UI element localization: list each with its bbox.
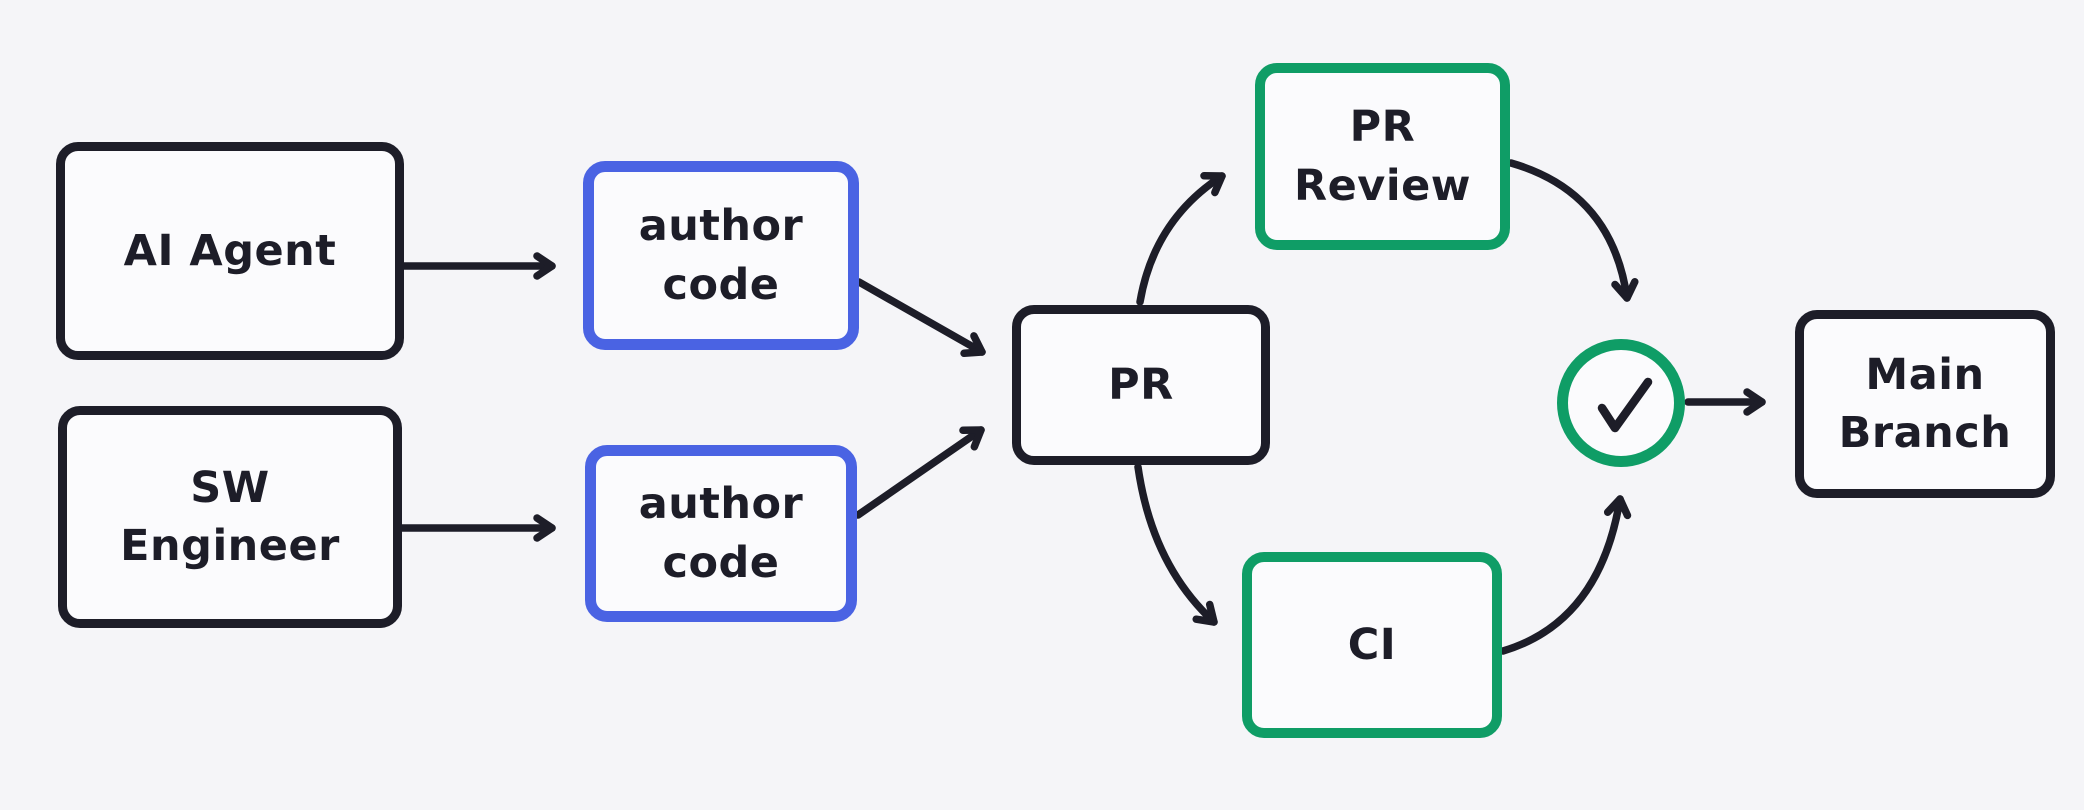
node-ai-agent-label: AI Agent <box>123 225 337 276</box>
arrow-author-code-top-to-pr <box>855 278 986 358</box>
node-author-code-top: author code <box>583 161 859 350</box>
node-author-code-bottom-label: author code <box>638 479 804 588</box>
node-pr-review: PR Review <box>1255 63 1510 250</box>
node-pr-review-label: PR Review <box>1294 102 1471 211</box>
node-sw-engineer-label: SW Engineer <box>120 462 340 571</box>
node-ci: CI <box>1242 552 1502 738</box>
node-author-code-top-label: author code <box>638 201 804 310</box>
node-main-branch: Main Branch <box>1795 310 2055 498</box>
arrow-author-code-bottom-to-pr <box>854 426 985 519</box>
arrow-pr-review-to-check <box>1507 159 1639 302</box>
arrow-pr-to-ci <box>1134 463 1218 626</box>
node-sw-engineer: SW Engineer <box>58 406 402 628</box>
check-icon <box>1597 377 1653 433</box>
node-main-branch-label: Main Branch <box>1838 349 2012 458</box>
node-pr: PR <box>1012 305 1270 465</box>
arrow-pr-to-pr-review <box>1136 172 1226 306</box>
node-pr-label: PR <box>1108 359 1174 410</box>
node-ai-agent: AI Agent <box>56 142 404 360</box>
arrow-ci-to-check <box>1499 495 1632 655</box>
node-ci-label: CI <box>1347 619 1397 670</box>
node-author-code-bottom: author code <box>585 445 857 622</box>
node-check <box>1557 339 1685 467</box>
